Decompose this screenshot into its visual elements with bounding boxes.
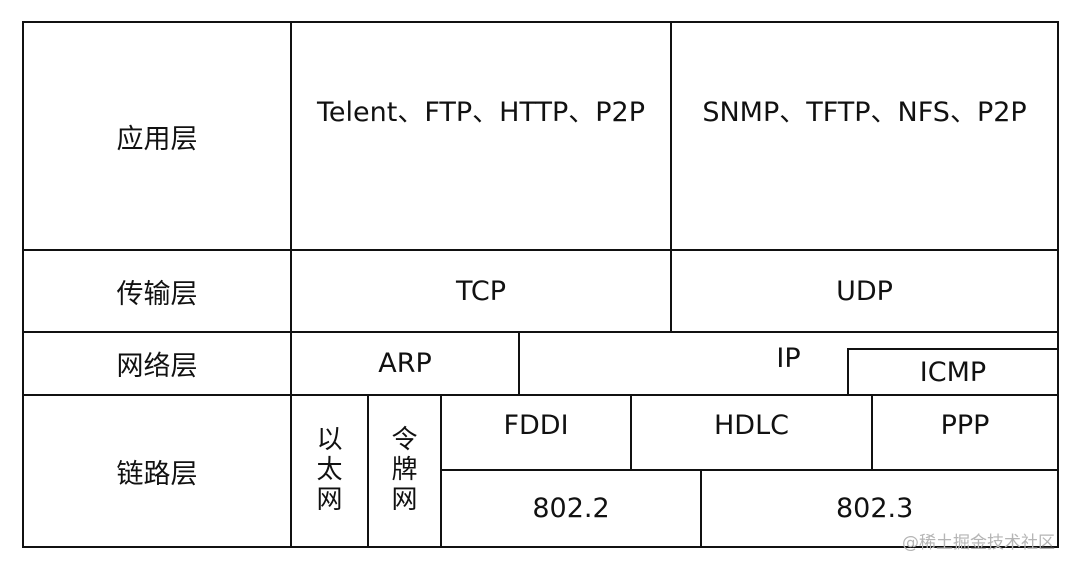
tcp-cell: TCP bbox=[290, 249, 672, 333]
label-text: 应用层 bbox=[116, 123, 198, 155]
application-protocols-right: SNMP、TFTP、NFS、P2P bbox=[670, 21, 1059, 251]
icmp-cell: ICMP bbox=[847, 348, 1059, 396]
watermark: @稀土掘金技术社区 bbox=[902, 533, 1055, 553]
ethernet-cell: 以 太 网 bbox=[290, 394, 369, 548]
arp-cell: ARP bbox=[290, 331, 520, 396]
char: 以 bbox=[316, 425, 343, 456]
ieee-802-2-cell: 802.2 bbox=[440, 469, 702, 548]
label-text: 链路层 bbox=[116, 458, 198, 490]
udp-cell: UDP bbox=[670, 249, 1059, 333]
cell-text: 802.3 bbox=[836, 493, 914, 524]
cell-text: ICMP bbox=[919, 356, 987, 388]
transport-layer-label: 传输层 bbox=[22, 249, 292, 333]
cell-text: HDLC bbox=[714, 410, 789, 441]
cell-text: IP bbox=[776, 343, 801, 374]
char: 牌 bbox=[391, 455, 418, 486]
cell-text: Telent、FTP、HTTP、P2P bbox=[317, 96, 645, 128]
cell-text: PPP bbox=[940, 410, 990, 441]
cell-text: ARP bbox=[378, 348, 432, 379]
char: 太 bbox=[316, 455, 343, 486]
label-text: 传输层 bbox=[116, 278, 198, 310]
label-text: 网络层 bbox=[116, 351, 198, 382]
application-protocols-left: Telent、FTP、HTTP、P2P bbox=[290, 21, 672, 251]
ieee-802-3-cell: 802.3 bbox=[700, 469, 1059, 548]
application-layer-label: 应用层 bbox=[22, 21, 292, 251]
hdlc-cell: HDLC bbox=[630, 394, 873, 471]
char: 网 bbox=[391, 484, 418, 515]
ppp-cell: PPP bbox=[871, 394, 1059, 471]
char: 令 bbox=[391, 425, 418, 456]
char: 网 bbox=[316, 484, 343, 515]
cell-text: FDDI bbox=[503, 410, 569, 441]
cell-text: SNMP、TFTP、NFS、P2P bbox=[702, 96, 1027, 128]
fddi-cell: FDDI bbox=[440, 394, 632, 471]
cell-text: 802.2 bbox=[532, 493, 610, 524]
cell-text: TCP bbox=[455, 275, 507, 307]
token-ring-cell: 令 牌 网 bbox=[367, 394, 442, 548]
link-layer-label: 链路层 bbox=[22, 394, 292, 548]
network-layer-label: 网络层 bbox=[22, 331, 292, 396]
cell-text: UDP bbox=[836, 275, 893, 307]
